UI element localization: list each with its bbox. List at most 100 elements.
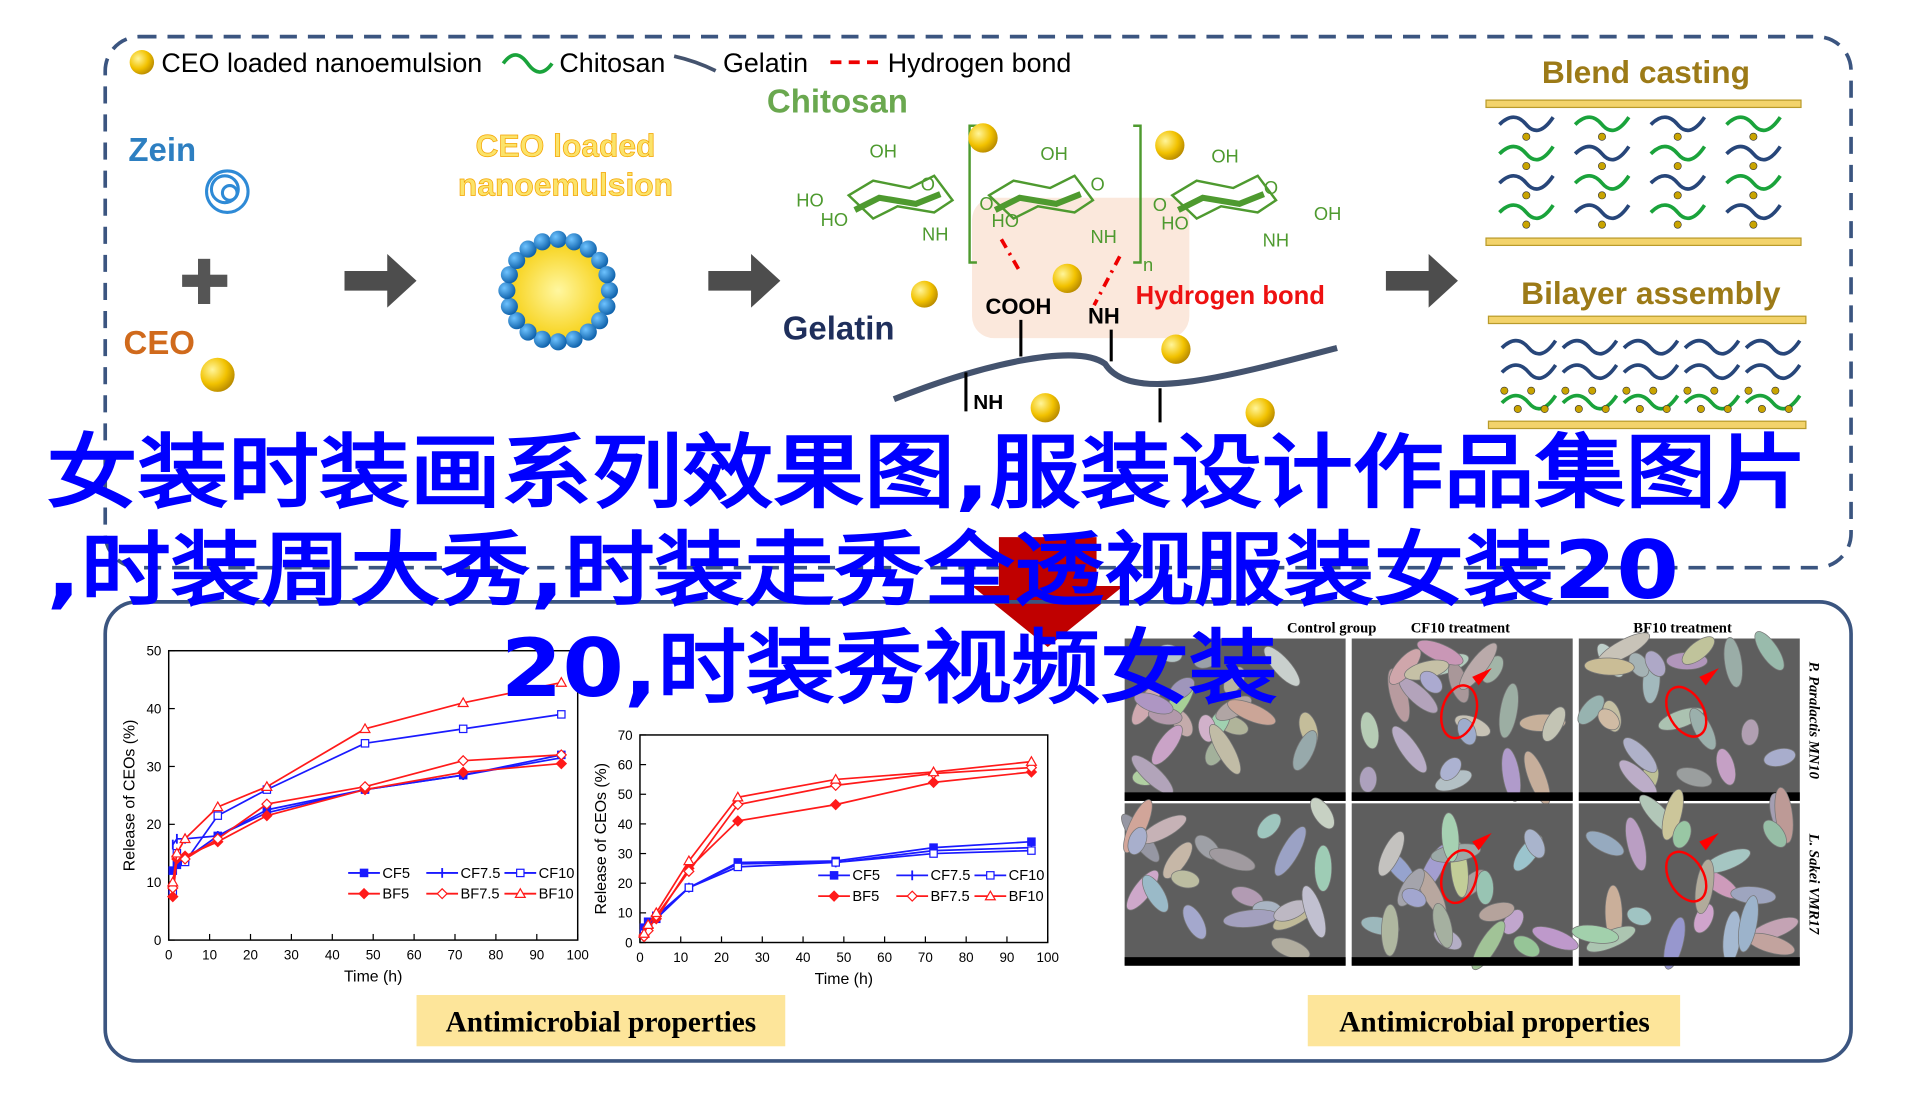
nanoemulsion-label-line2: nanoemulsion xyxy=(458,166,673,202)
bacterium xyxy=(1314,844,1333,892)
data-point xyxy=(261,809,273,822)
bacterium xyxy=(1223,666,1246,695)
arrow-icon xyxy=(1472,668,1492,686)
x-tick-label: 0 xyxy=(165,948,172,963)
polymer-chain xyxy=(1573,203,1631,221)
emulsifier-bead xyxy=(498,282,516,300)
bacterium xyxy=(1531,926,1579,951)
emulsifier-bead xyxy=(533,233,551,251)
bacterium xyxy=(1715,748,1736,786)
bacterium xyxy=(1209,724,1242,775)
bacterium xyxy=(1133,692,1174,715)
data-point xyxy=(650,906,663,918)
data-point xyxy=(638,927,650,938)
bacterium xyxy=(1498,683,1519,739)
data-point xyxy=(457,766,469,778)
legend-ceo-icon xyxy=(129,50,155,75)
bacterium xyxy=(1381,903,1399,957)
x-tick-label: 30 xyxy=(284,948,299,963)
ceo-dot xyxy=(1598,162,1606,171)
ceo-dot xyxy=(1749,162,1758,171)
legend-label: CF10 xyxy=(539,866,575,882)
bacterium xyxy=(1626,906,1652,926)
bacterium xyxy=(1676,767,1713,788)
polymer-chain xyxy=(1725,144,1782,162)
bacterium xyxy=(1523,828,1546,859)
data-point xyxy=(831,858,840,867)
bacterium xyxy=(1475,870,1494,905)
bilayer-assembly-label: Bilayer assembly xyxy=(1521,275,1781,311)
ceo-dot xyxy=(1522,191,1531,200)
data-point xyxy=(732,815,744,827)
data-point xyxy=(927,776,940,789)
chitosan-chain xyxy=(1500,393,1558,411)
legend-label: CF7.5 xyxy=(460,866,500,882)
x-tick-label: 10 xyxy=(202,948,217,963)
bacterium xyxy=(1419,670,1443,694)
bacterium xyxy=(1209,848,1256,872)
gelatin-chain xyxy=(1683,338,1741,356)
bacterium xyxy=(1577,694,1605,725)
bacterium xyxy=(1157,644,1183,663)
arrow-right-icon xyxy=(1385,253,1458,308)
legend-label: BF10 xyxy=(539,887,574,903)
series-CF10 xyxy=(639,846,1036,938)
x-axis-label: Time (h) xyxy=(344,969,402,986)
bacterium xyxy=(1542,706,1566,742)
data-point xyxy=(683,865,695,878)
emulsifier-bead xyxy=(598,297,616,315)
arrow-right-icon xyxy=(708,253,781,308)
polymer-chain xyxy=(1725,115,1782,133)
legend-strip: CEO loaded nanoemulsion Chitosan Gelatin… xyxy=(129,48,1071,78)
x-tick-label: 20 xyxy=(714,950,729,965)
damage-circle xyxy=(1665,685,1708,738)
data-point xyxy=(166,876,179,887)
polymer-chain xyxy=(1649,144,1707,162)
data-point xyxy=(642,918,655,929)
bacterium xyxy=(1723,637,1743,688)
plus-icon xyxy=(182,258,228,304)
bacterium xyxy=(1292,730,1318,771)
ceo-dot xyxy=(1784,405,1793,413)
gelatin-chain xyxy=(1561,363,1619,381)
gelatin-chain xyxy=(1683,363,1741,381)
group-nh2: NH xyxy=(973,391,1003,414)
bacterium xyxy=(1762,819,1787,848)
bacterium xyxy=(1127,826,1148,855)
legend-label: CF5 xyxy=(852,868,880,884)
sem-scalebar xyxy=(1124,792,1346,801)
polymer-chain xyxy=(1649,173,1707,191)
ceo-dot xyxy=(1757,405,1766,413)
sem-image xyxy=(1571,786,1800,970)
ceo-droplets xyxy=(910,123,1275,428)
sem-col-cf10: CF10 treatment xyxy=(1411,620,1510,636)
y-tick-label: 0 xyxy=(154,933,161,948)
sem-image-grid: Control group CF10 treatment BF10 treatm… xyxy=(1121,620,1822,971)
bottom-panel-frame xyxy=(103,600,1853,1063)
ceo-dot xyxy=(1598,191,1606,200)
data-point xyxy=(359,722,371,734)
x-tick-label: 40 xyxy=(325,948,340,963)
bacterium xyxy=(1439,757,1462,781)
x-tick-label: 50 xyxy=(366,948,381,963)
x-tick-label: 50 xyxy=(836,950,851,965)
sem-row-1: P. Paralactis MN10 xyxy=(1806,662,1822,780)
group-nh2: NH xyxy=(1088,304,1120,329)
overlay-title-line3: 20,时装秀视频女装 xyxy=(501,622,1278,716)
bacterium xyxy=(1359,766,1378,793)
y-tick-label: 20 xyxy=(146,817,161,832)
emulsifier-bead xyxy=(500,266,518,284)
ceo-dot xyxy=(1771,386,1780,395)
y-tick-label: 50 xyxy=(618,787,633,802)
chitosan-groups: OH HO HO O NH O OH HO O NH n O OH HO O O… xyxy=(796,140,1341,275)
emulsifier-bead xyxy=(508,312,526,330)
data-point xyxy=(516,868,525,878)
emulsifier-bead xyxy=(549,333,567,351)
nanoemulsion-droplet-icon xyxy=(498,230,618,351)
y-tick-label: 0 xyxy=(625,935,632,950)
bacterium xyxy=(1584,657,1635,676)
group-o: O xyxy=(1090,173,1104,194)
x-tick-label: 70 xyxy=(448,948,463,963)
emulsifier-bead xyxy=(565,330,583,348)
